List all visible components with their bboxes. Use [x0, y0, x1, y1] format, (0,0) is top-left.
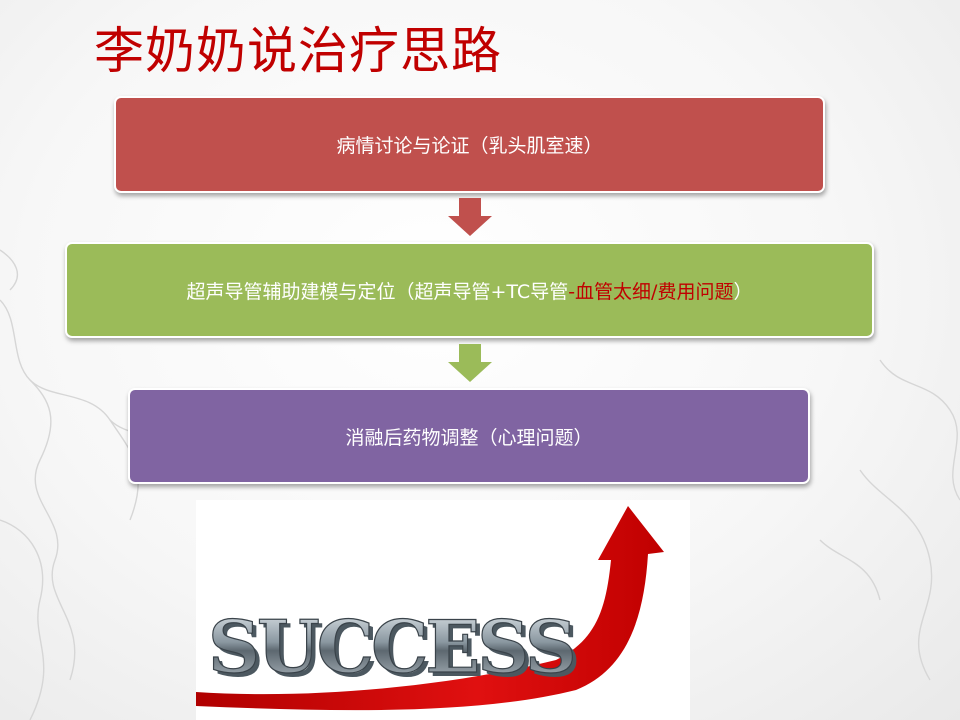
success-word-face: SUCCESS [208, 604, 574, 689]
down-arrow-icon [448, 198, 492, 236]
down-arrow-icon [448, 344, 492, 382]
flow-step-discussion: 病情讨论与论证（乳头肌室速） [114, 96, 825, 193]
slide-title: 李奶奶说治疗思路 [94, 22, 502, 80]
flow-step-medication-text: 消融后药物调整（心理问题） [345, 426, 593, 449]
flow-step-ultrasound-text: 超声导管辅助建模与定位（超声导管+TC导管-血管太细/费用问题） [187, 277, 753, 304]
flow-step-ultrasound-text-main: 超声导管辅助建模与定位（超声导管+TC导管 [186, 280, 569, 303]
flow-step-ultrasound-text-highlight: -血管太细/费用问题 [568, 280, 734, 303]
flow-step-ultrasound-text-end: ） [733, 280, 753, 303]
growth-arrow-icon [196, 506, 664, 711]
flow-step-ultrasound-modeling: 超声导管辅助建模与定位（超声导管+TC导管-血管太细/费用问题） [65, 242, 874, 338]
flow-step-discussion-text: 病情讨论与论证（乳头肌室速） [336, 135, 603, 157]
success-word: SUCCESS [212, 608, 578, 693]
success-growth-illustration: SUCCESS SUCCESS [196, 500, 690, 720]
flow-step-medication-adjustment: 消融后药物调整（心理问题） [128, 388, 810, 484]
